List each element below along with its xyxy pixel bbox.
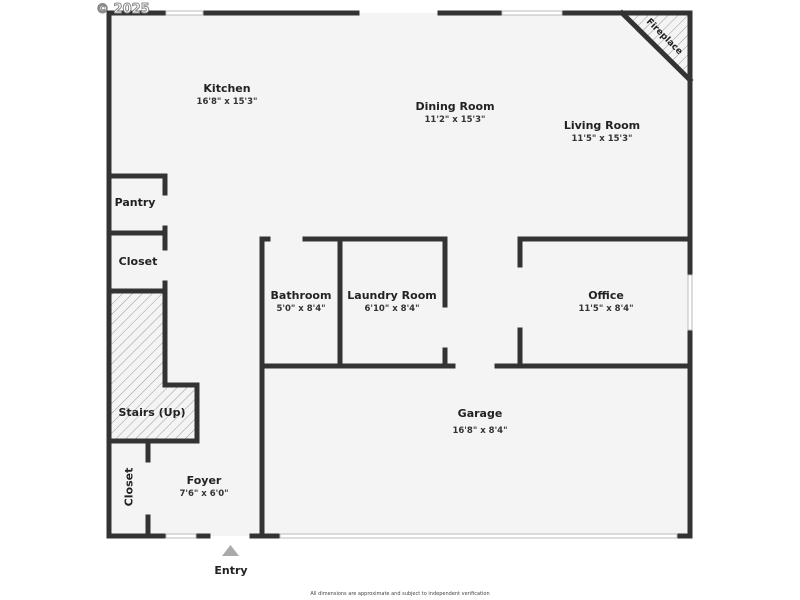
room-closet-lower: Closet bbox=[122, 467, 136, 507]
floor bbox=[109, 13, 690, 536]
room-closet-upper: Closet bbox=[118, 255, 158, 268]
windows bbox=[165, 10, 693, 539]
walls bbox=[106, 9, 694, 539]
room-stairs: Stairs (Up) bbox=[118, 406, 186, 419]
entry-arrow-icon bbox=[222, 545, 239, 556]
entry-label: Entry bbox=[214, 564, 248, 577]
watermark: © 2025 bbox=[96, 2, 151, 18]
room-pantry: Pantry bbox=[114, 196, 156, 209]
footnote: All dimensions are approximate and subje… bbox=[310, 591, 490, 597]
stairs bbox=[109, 291, 197, 441]
